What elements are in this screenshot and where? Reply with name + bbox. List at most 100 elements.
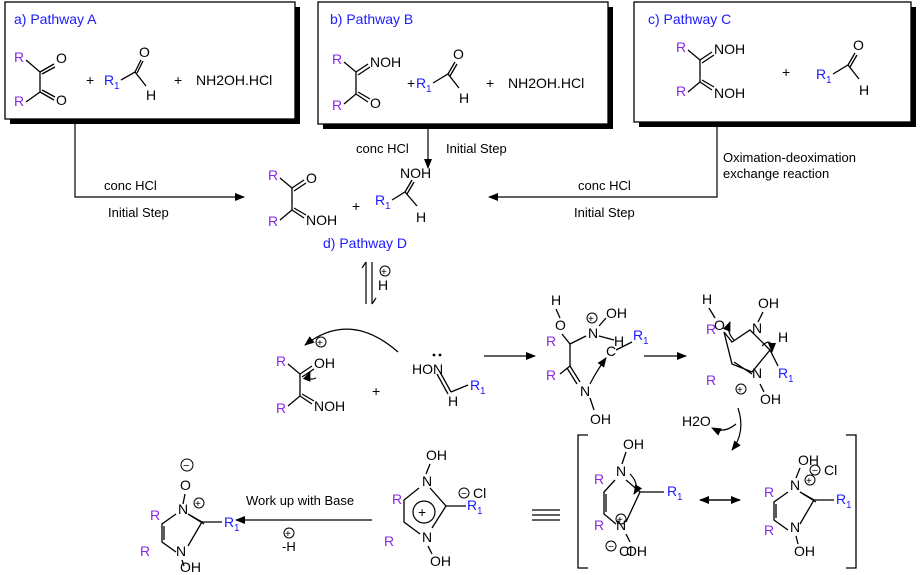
atom-r1: R <box>778 365 788 381</box>
atom-r: R <box>332 97 342 113</box>
subscript: 1 <box>846 500 852 511</box>
subscript: 1 <box>788 374 794 385</box>
charge-plus: + <box>317 338 323 349</box>
atom-oh: OH <box>180 559 201 575</box>
atom-h: H <box>416 209 426 225</box>
atom-oh: OH <box>798 452 819 468</box>
atom-o: O <box>555 317 566 333</box>
atom-r1: R <box>104 72 114 88</box>
atom-oh: OH <box>794 543 815 559</box>
subscript: 1 <box>385 201 391 212</box>
charge-plus: + <box>737 385 743 396</box>
atom-o: O <box>180 477 191 493</box>
plus-sign: + <box>372 383 380 399</box>
resonance-structures: OH N R 1 R R N + OH − Cl OH N + R 1 R R … <box>577 434 857 569</box>
atom-n: N <box>790 519 800 535</box>
atom-h: H <box>146 87 156 103</box>
atom-cl: Cl <box>824 462 837 478</box>
pathway-a-box: a) Pathway A R R O O + R 1 O H + NH2OH.H… <box>4 1 300 124</box>
atom-o: O <box>714 317 725 333</box>
atom-r: R <box>140 543 150 559</box>
pathway-c-title: c) Pathway C <box>648 11 731 27</box>
charge-plus: + <box>381 267 387 278</box>
imidazolium-chloride: OH N R 1 + R R N OH − Cl <box>384 447 486 569</box>
pathway-d-title: d) Pathway D <box>323 235 407 251</box>
charge-minus: − <box>608 542 614 553</box>
plus-sign: + <box>782 64 790 80</box>
protonated-intermediate: R R OH + NOH + HON H R 1 <box>276 328 486 416</box>
atom-r: R <box>764 522 774 538</box>
atom-n: N <box>422 473 432 489</box>
atom-o: O <box>139 44 150 60</box>
conc-hcl-label: conc HCl <box>104 178 157 193</box>
atom-n: N <box>790 477 800 493</box>
charge-minus: − <box>461 489 467 500</box>
atom-r1: R <box>836 491 846 507</box>
atom-r: R <box>706 372 716 388</box>
charge-plus: + <box>195 499 201 510</box>
subscript: 1 <box>677 492 683 503</box>
atom-r: R <box>594 517 604 533</box>
plus-sign: + <box>486 75 494 91</box>
subscript: 1 <box>234 523 240 534</box>
cyclized-intermediate: H O R N OH H R 1 R N OH + <box>702 291 794 407</box>
atom-r: R <box>764 484 774 500</box>
atom-c: C <box>606 343 616 359</box>
atom-oh: OH <box>314 355 335 371</box>
atom-r: R <box>150 507 160 523</box>
atom-r: R <box>332 51 342 67</box>
oximation-label: Oximation-deoximation <box>723 150 856 165</box>
atom-n: N <box>752 320 762 336</box>
initial-step-label: Initial Step <box>446 141 507 156</box>
atom-r1: R <box>816 66 826 82</box>
atom-r: R <box>392 491 402 507</box>
atom-noh: NOH <box>714 41 745 57</box>
atom-o: O <box>56 92 67 108</box>
atom-r: R <box>676 83 686 99</box>
atom-oh: OH <box>590 411 611 427</box>
atom-noh: NOH <box>714 85 745 101</box>
atom-h: H <box>778 329 788 345</box>
atom-n: N <box>178 501 188 517</box>
atom-r: R <box>268 213 278 229</box>
atom-o: O <box>56 50 67 66</box>
atom-o: O <box>370 95 381 111</box>
plus-sign: + <box>174 72 182 88</box>
atom-r: R <box>268 167 278 183</box>
atom-r: R <box>276 400 286 416</box>
conc-hcl-label: conc HCl <box>356 141 409 156</box>
atom-o: O <box>306 170 317 186</box>
subscript: 1 <box>114 81 120 92</box>
work-up-step: Work up with Base + -H <box>235 493 372 554</box>
atom-n: N <box>616 517 626 533</box>
addition-intermediate: H O R N + OH H C R 1 R N OH <box>546 292 649 427</box>
atom-oh: OH <box>606 305 627 321</box>
subscript: 1 <box>426 84 432 95</box>
plus-sign: + <box>352 198 360 214</box>
subscript: 1 <box>643 336 649 347</box>
atom-n: N <box>422 529 432 545</box>
atom-o: O <box>453 46 464 62</box>
atom-r1: R <box>667 483 677 499</box>
atom-oh: OH <box>626 543 647 559</box>
subscript: 1 <box>477 506 483 517</box>
atom-r1: R <box>467 497 477 513</box>
charge-plus: + <box>588 314 594 325</box>
atom-h: H <box>551 292 561 308</box>
atom-r: R <box>14 93 24 109</box>
nh2oh-hcl: NH2OH.HCl <box>196 72 272 88</box>
final-product: − O N + R 1 R R N OH <box>140 458 240 575</box>
exchange-label: exchange reaction <box>723 166 829 181</box>
atom-r: R <box>546 333 556 349</box>
subscript: 1 <box>480 386 486 397</box>
initial-step-label: Initial Step <box>108 205 169 220</box>
minus-h-label: -H <box>282 539 296 554</box>
charge-minus: − <box>812 466 818 477</box>
atom-n: N <box>752 365 762 381</box>
atom-oh: OH <box>426 447 447 463</box>
charge-plus: + <box>285 529 291 540</box>
h2o-label: H2O <box>682 413 711 429</box>
atom-r: R <box>706 321 716 337</box>
pathway-b-title: b) Pathway B <box>330 11 413 27</box>
